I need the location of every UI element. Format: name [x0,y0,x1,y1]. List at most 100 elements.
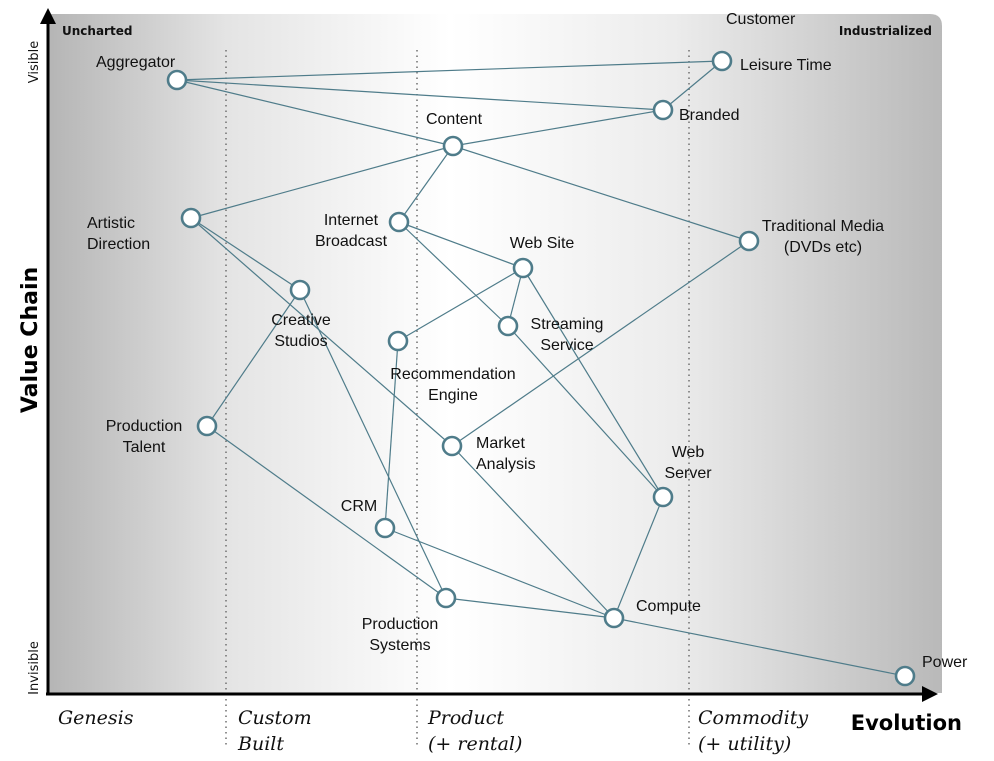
node-circle[interactable] [435,587,457,609]
node-circle[interactable] [894,665,916,687]
node-circle[interactable] [387,330,409,352]
node-circle[interactable] [652,486,674,508]
node-circle[interactable] [180,207,202,229]
link-content-to-internet-broadcast [398,145,454,223]
component-label: CRM [341,498,377,515]
component-label: Branded [679,107,740,124]
link-internet-broadcast-to-web-site [398,221,524,269]
component-label: Compute [636,598,701,615]
link-creative-studios-to-production-systems [299,289,447,599]
node-circle[interactable] [166,69,188,91]
component-web-site[interactable]: Web Site [510,235,575,279]
component-label: Web Site [510,235,575,252]
link-branded-to-content [452,109,664,147]
node-circle[interactable] [711,50,733,72]
component-label: Power [922,654,968,671]
invisible-label: Invisible [27,641,42,695]
link-recommendation-engine-to-crm [384,340,399,529]
node-circle[interactable] [738,230,760,252]
component-leisure-time[interactable]: Leisure Time [711,50,832,74]
evolution-axis-title: Evolution [851,711,962,735]
node-circle[interactable] [388,211,410,233]
link-artistic-direction-to-creative-studios [190,217,301,291]
node-circle[interactable] [374,517,396,539]
stage-label-3: (+ rental) [428,733,522,755]
corner-uncharted-label: Uncharted [62,24,132,38]
component-branded[interactable]: Branded [652,99,740,124]
map-background [48,14,942,693]
component-label: Aggregator [96,54,176,71]
link-aggregator-to-leisure-time [176,60,723,81]
component-customer[interactable]: Customer [726,11,796,28]
link-market-analysis-to-compute [451,445,615,619]
node-circle[interactable] [289,279,311,301]
link-creative-studios-to-production-talent [206,289,301,427]
stage-label-2: Built [237,733,284,755]
link-leisure-time-to-branded [662,60,723,111]
component-label: Content [426,111,483,128]
link-internet-broadcast-to-streaming-service [398,221,509,327]
node-circle[interactable] [497,315,519,337]
value-chain-axis-title: Value Chain [18,267,43,413]
evolution-axis-arrow [922,686,938,702]
link-content-to-artistic-direction [190,145,454,219]
stage-label-4: Commodity [698,707,808,729]
component-compute[interactable]: Compute [603,598,701,629]
visible-label: Visible [27,41,42,83]
component-label: Customer [726,11,796,28]
node-circle[interactable] [512,257,534,279]
link-compute-to-power [613,617,906,677]
stage-label-2: Custom [238,707,312,729]
component-power[interactable]: Power [894,654,968,687]
link-production-systems-to-compute [445,597,615,619]
component-content[interactable]: Content [426,111,483,157]
node-circle[interactable] [603,607,625,629]
stage-label-1: Genesis [58,707,134,729]
node-circle[interactable] [196,415,218,437]
component-crm[interactable]: CRM [341,498,396,539]
link-artistic-direction-to-market-analysis [190,217,453,447]
link-traditional-media-to-market-analysis [451,240,750,447]
node-circle[interactable] [441,435,463,457]
link-web-site-to-recommendation-engine [397,267,524,342]
value-chain-axis-arrow [40,8,56,24]
link-aggregator-to-branded [176,79,664,111]
component-label: Leisure Time [740,57,832,74]
link-aggregator-to-content [176,79,454,147]
corner-industrialized-label: Industrialized [839,24,932,38]
node-circle[interactable] [442,135,464,157]
link-content-to-traditional-media [452,145,750,242]
node-circle[interactable] [652,99,674,121]
link-web-server-to-compute [613,496,664,619]
component-label: Traditional Media(DVDs etc) [762,218,884,256]
component-aggregator[interactable]: Aggregator [96,54,188,91]
link-streaming-service-to-web-server [507,325,664,498]
link-web-site-to-web-server [522,267,664,498]
evolution-stage-dividers [225,50,690,748]
stage-label-4: (+ utility) [698,733,791,755]
link-production-talent-to-production-systems [206,425,447,599]
stage-label-3: Product [427,707,504,729]
component-traditional-media[interactable]: Traditional Media(DVDs etc) [738,218,884,256]
dependency-links [176,53,906,677]
